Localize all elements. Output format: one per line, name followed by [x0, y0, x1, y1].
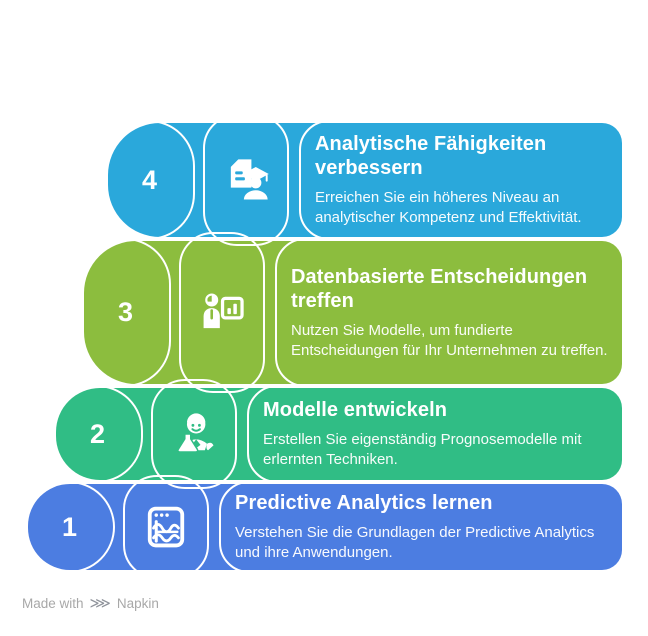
step-row-4: 4 Analytische Fähigkeiten verbessern Err… [38, 114, 648, 246]
scientist-flask-icon [177, 413, 214, 453]
step-number: 1 [61, 511, 78, 542]
step-content: Predictive Analytics lernen Verstehen Si… [235, 484, 614, 570]
education-document-icon [230, 159, 269, 200]
step-row-1: 1 Predictive Analytics lernen Verstehen … [0, 475, 648, 579]
step-description: Verstehen Sie die Grundlagen der Predict… [235, 524, 595, 561]
step-title: Datenbasierte Entscheidungen treffen [291, 265, 588, 312]
step-title: Analytische Fähigkeiten verbessern [315, 133, 547, 179]
presenter-chart-icon [203, 293, 244, 328]
step-description: Nutzen Sie Modelle, um fundierte Entsche… [291, 321, 608, 359]
icon-capsule [203, 114, 289, 246]
step-row-3: 3 Datenbasierte Entscheidungen treffen N… [14, 232, 648, 393]
napkin-brand-label: Napkin [116, 596, 159, 611]
icon-capsule [123, 475, 209, 579]
step-description: Erreichen Sie ein höheres Niveau an anal… [315, 189, 582, 226]
step-description: Erstellen Sie eigenständig Prognosemodel… [263, 431, 582, 468]
step-content: Modelle entwickeln Erstellen Sie eigenst… [263, 388, 614, 480]
step-number: 4 [141, 164, 158, 195]
analytics-window-icon [147, 506, 185, 548]
made-with-label: Made with [22, 596, 84, 611]
step-content: Datenbasierte Entscheidungen treffen Nut… [291, 241, 614, 384]
step-title: Predictive Analytics lernen [235, 492, 493, 514]
icon-capsule [151, 379, 237, 489]
icon-capsule [179, 232, 265, 393]
step-number: 2 [89, 418, 106, 449]
step-title: Modelle entwickeln [263, 399, 448, 421]
step-content: Analytische Fähigkeiten verbessern Errei… [315, 123, 614, 237]
napkin-logo-icon: ⋙ [89, 595, 111, 612]
made-with-napkin-attribution: Made with ⋙ Napkin [22, 596, 159, 611]
step-number: 3 [117, 297, 134, 327]
step-row-2: 2 Modelle entwickeln Erstellen Sie eigen… [0, 379, 648, 489]
